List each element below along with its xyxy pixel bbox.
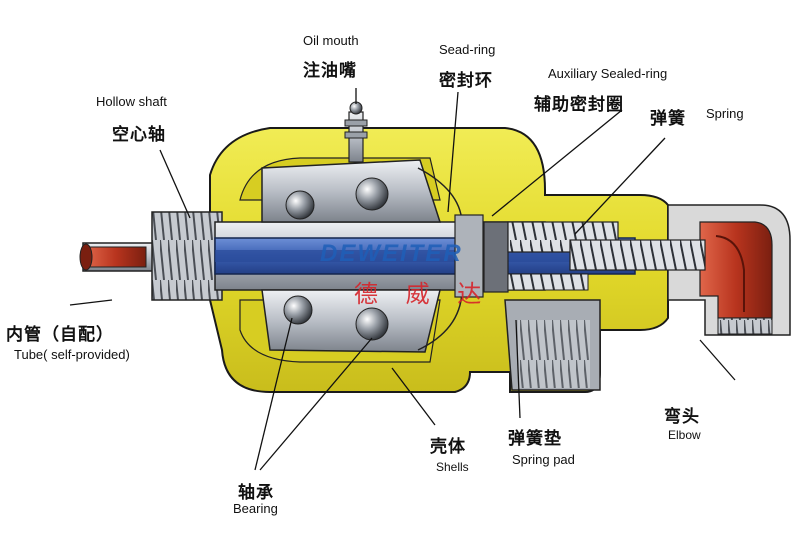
label-spring-pad-cn: 弹簧垫 xyxy=(508,429,562,449)
label-spring-en: Spring xyxy=(706,106,744,121)
bearing-assembly xyxy=(261,159,463,353)
label-shells-en: Shells xyxy=(436,460,469,474)
label-auxiliary-sealed-ring-cn: 辅助密封圈 xyxy=(534,95,624,115)
spring-coil xyxy=(507,221,706,291)
label-hollow-shaft-cn: 空心轴 xyxy=(112,125,166,145)
label-shells-cn: 壳体 xyxy=(430,437,466,457)
label-tube-cn: 内管（自配） xyxy=(6,325,114,345)
label-elbow-cn: 弯头 xyxy=(664,407,700,427)
label-hollow-shaft-en: Hollow shaft xyxy=(96,94,167,109)
label-elbow-en: Elbow xyxy=(668,428,701,442)
label-spring-pad-en: Spring pad xyxy=(512,452,575,467)
label-bearing-cn: 轴承 xyxy=(238,483,274,503)
label-tube-en: Tube( self-provided) xyxy=(14,347,130,362)
label-auxiliary-sealed-ring-en: Auxiliary Sealed-ring xyxy=(548,66,668,81)
label-sead-ring-en: Sead-ring xyxy=(439,42,496,57)
spring-pad-chamber xyxy=(504,299,601,391)
brand-watermark-en: DEWEITER xyxy=(320,240,463,267)
seal-rings xyxy=(454,214,509,298)
label-oil-mouth-cn: 注油嘴 xyxy=(303,61,357,81)
elbow-part xyxy=(667,204,791,336)
label-bearing-en: Bearing xyxy=(233,501,278,516)
label-oil-mouth-en: Oil mouth xyxy=(303,33,359,48)
label-spring-cn: 弹簧 xyxy=(650,109,686,129)
label-sead-ring-cn: 密封环 xyxy=(439,71,493,91)
leader-lines xyxy=(69,88,736,471)
brand-watermark-cn: 德 威 达 xyxy=(354,280,492,308)
oil-mouth-nipple xyxy=(344,101,368,163)
